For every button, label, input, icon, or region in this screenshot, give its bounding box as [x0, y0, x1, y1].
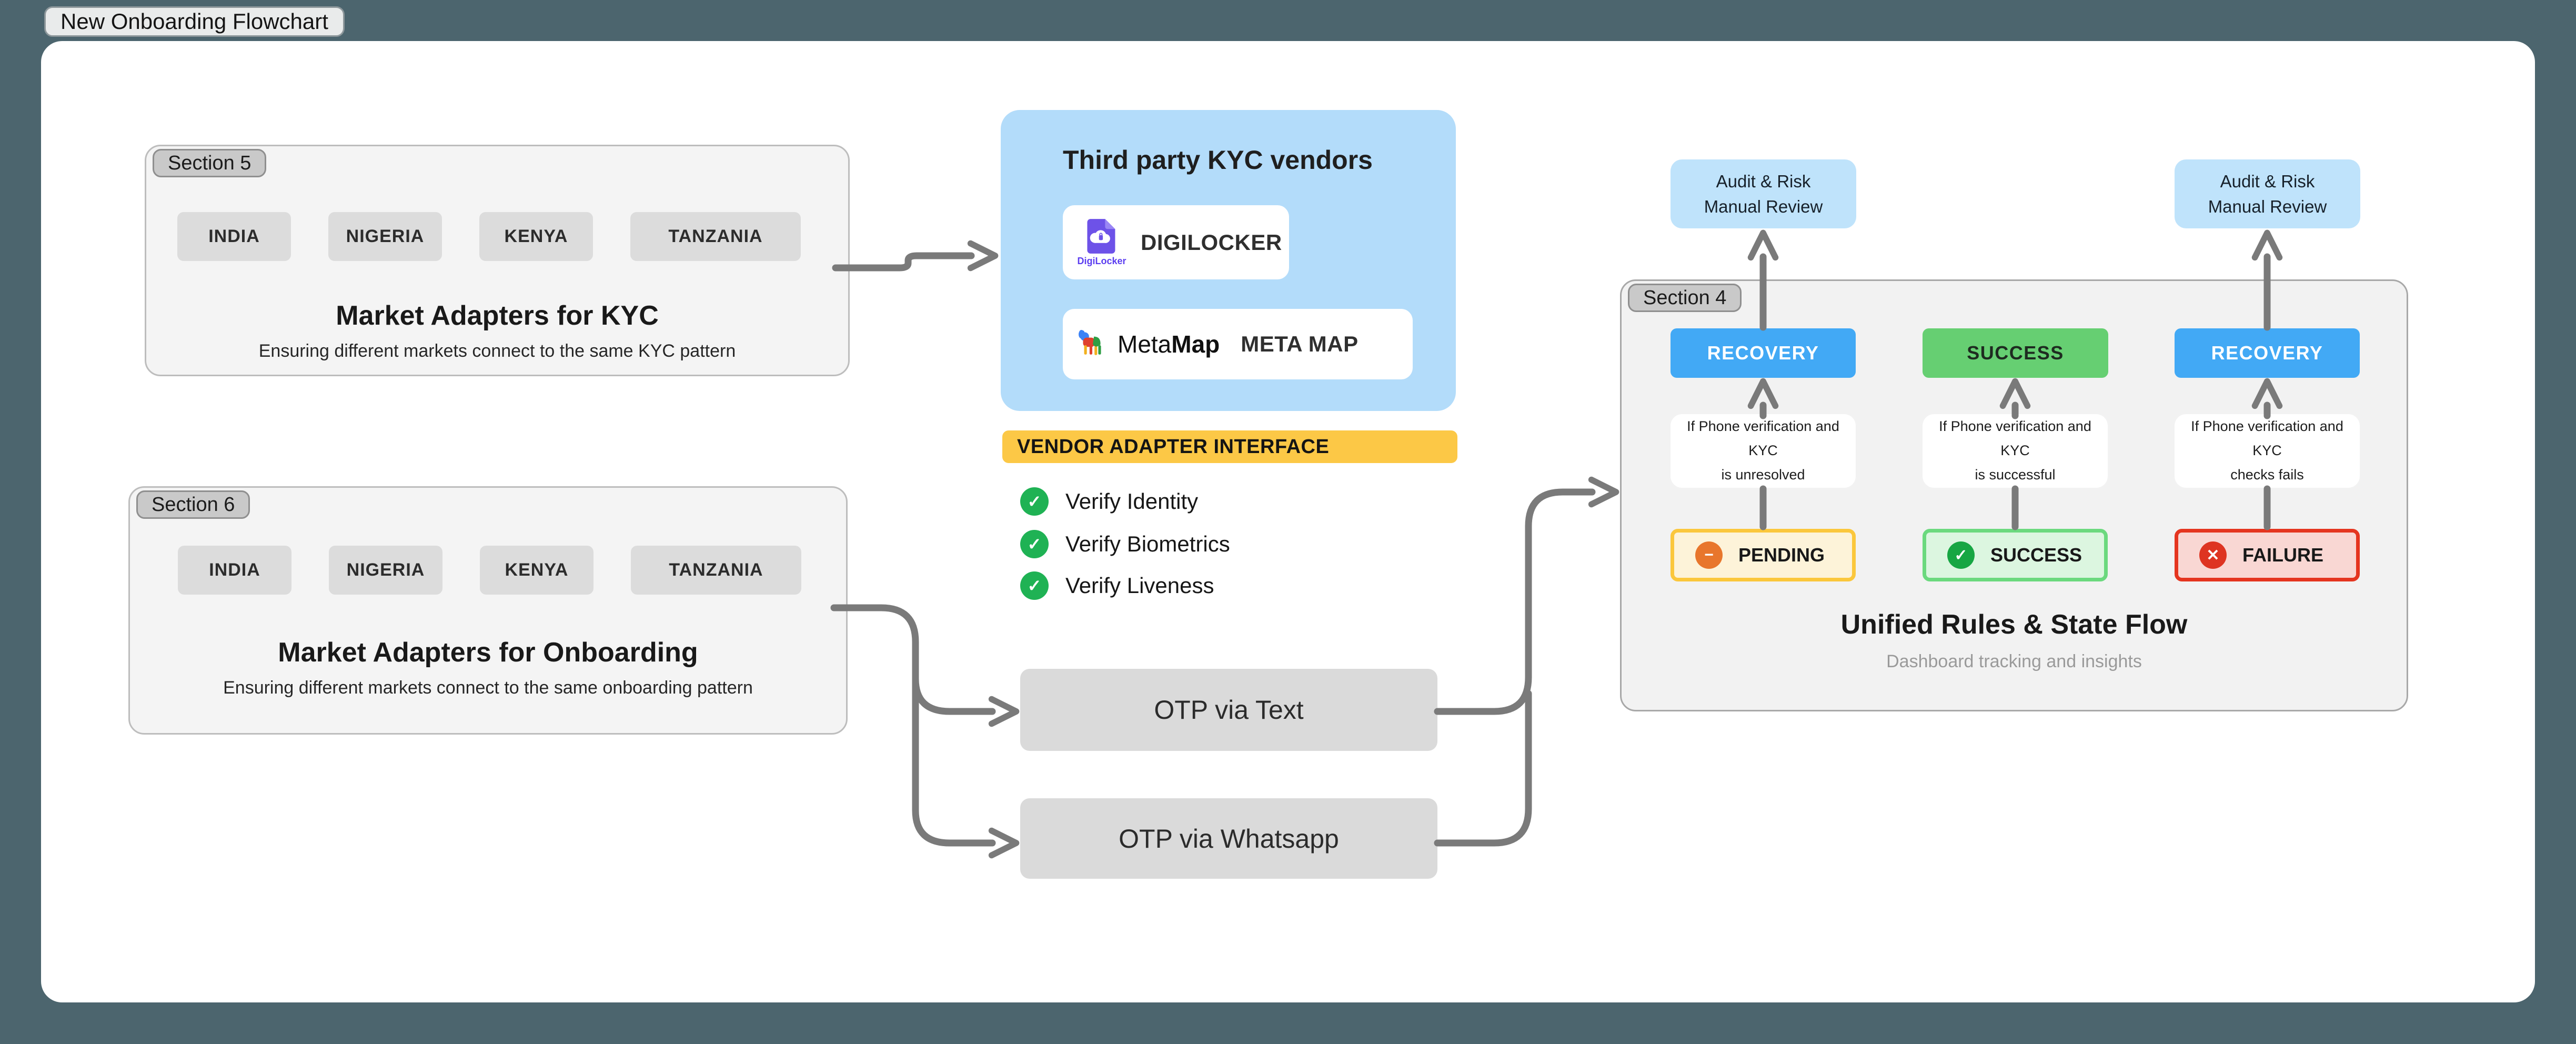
- digilocker-logo-text: DigiLocker: [1077, 256, 1126, 266]
- recovery-button-left[interactable]: RECOVERY: [1671, 328, 1856, 378]
- connector-otp-whatsapp-merge: [1434, 690, 1532, 847]
- metamap-logo-map: Map: [1171, 330, 1220, 358]
- recovery-button-right[interactable]: RECOVERY: [2175, 328, 2360, 378]
- minus-icon: −: [1695, 541, 1723, 569]
- badge-label: FAILURE: [2242, 544, 2324, 566]
- success-status-badge[interactable]: ✓ SUCCESS: [1923, 529, 2108, 581]
- whiteboard-canvas[interactable]: Section 5 INDIA NIGERIA KENYA TANZANIA M…: [41, 41, 2535, 1002]
- chip-tanzania[interactable]: TANZANIA: [631, 546, 801, 595]
- section-4-tag[interactable]: Section 4: [1628, 284, 1742, 312]
- audit-risk-manual-review-left[interactable]: Audit & Risk Manual Review: [1671, 159, 1856, 228]
- vendor-metamap-label: META MAP: [1241, 332, 1359, 356]
- board-title-tab[interactable]: New Onboarding Flowchart: [44, 6, 345, 37]
- condition-line: is unresolved: [1721, 466, 1805, 483]
- section-5-tag[interactable]: Section 5: [153, 149, 267, 177]
- vendor-panel-title: Third party KYC vendors: [1063, 145, 1373, 175]
- condition-line: checks fails: [2230, 466, 2304, 483]
- check-circle-icon: ✓: [1020, 530, 1049, 558]
- condition-line: is successful: [1975, 466, 2056, 483]
- badge-label: PENDING: [1738, 544, 1825, 566]
- vendor-card-digilocker[interactable]: DigiLocker DIGILOCKER: [1063, 205, 1289, 279]
- metamap-logo-meta: Meta: [1118, 330, 1172, 358]
- chip-nigeria[interactable]: NIGERIA: [328, 212, 442, 261]
- check-icon: ✓: [1947, 541, 1975, 569]
- metamap-icon: [1075, 327, 1108, 362]
- condition-line: If Phone verification and KYC: [1939, 418, 2091, 459]
- condition-line: If Phone verification and KYC: [1687, 418, 1839, 459]
- section-6-tag[interactable]: Section 6: [136, 490, 250, 519]
- section-5-chips: INDIA NIGERIA KENYA TANZANIA: [177, 212, 801, 261]
- chip-india[interactable]: INDIA: [178, 546, 291, 595]
- check-label: Verify Biometrics: [1065, 531, 1230, 556]
- condition-card-unresolved[interactable]: If Phone verification and KYC is unresol…: [1671, 414, 1856, 488]
- check-item-verify-biometrics[interactable]: ✓ Verify Biometrics: [1020, 530, 1230, 558]
- otp-via-whatsapp-node[interactable]: OTP via Whatsapp: [1020, 798, 1437, 879]
- third-party-kyc-vendors-panel[interactable]: Third party KYC vendors DigiLocker: [1001, 110, 1456, 411]
- chip-nigeria[interactable]: NIGERIA: [329, 546, 442, 595]
- audit-risk-manual-review-right[interactable]: Audit & Risk Manual Review: [2175, 159, 2360, 228]
- chip-kenya[interactable]: KENYA: [479, 212, 593, 261]
- success-button[interactable]: SUCCESS: [1923, 328, 2108, 378]
- failure-status-badge[interactable]: ✕ FAILURE: [2175, 529, 2360, 581]
- section-4-subtitle: Dashboard tracking and insights: [1886, 651, 2142, 671]
- connector-sec6-trunk-to-otp-text: [830, 604, 1020, 727]
- connector-trunk-to-otp-whatsapp: [912, 675, 1020, 859]
- pending-status-badge[interactable]: − PENDING: [1671, 529, 1856, 581]
- chip-kenya[interactable]: KENYA: [480, 546, 593, 595]
- board-title: New Onboarding Flowchart: [61, 9, 328, 34]
- condition-line: If Phone verification and KYC: [2191, 418, 2343, 459]
- check-item-verify-identity[interactable]: ✓ Verify Identity: [1020, 487, 1198, 516]
- vendor-adapter-interface-bar[interactable]: VENDOR ADAPTER INTERFACE: [1002, 430, 1457, 463]
- digilocker-icon: DigiLocker: [1076, 218, 1127, 267]
- badge-label: SUCCESS: [1990, 544, 2082, 566]
- check-circle-icon: ✓: [1020, 571, 1049, 600]
- vendor-adapter-interface-label: VENDOR ADAPTER INTERFACE: [1017, 435, 1330, 458]
- section-5-market-adapters-kyc[interactable]: Section 5 INDIA NIGERIA KENYA TANZANIA M…: [145, 145, 850, 376]
- connector-otp-text-to-sec4: [1434, 476, 1619, 715]
- condition-card-fails[interactable]: If Phone verification and KYC checks fai…: [2175, 414, 2360, 488]
- connector-sec5-to-vendors: [832, 240, 999, 272]
- section-6-chips: INDIA NIGERIA KENYA TANZANIA: [178, 546, 801, 595]
- section-4-title: Unified Rules & State Flow: [1840, 609, 2188, 640]
- cross-icon: ✕: [2199, 541, 2227, 569]
- check-circle-icon: ✓: [1020, 487, 1049, 516]
- otp-via-text-node[interactable]: OTP via Text: [1020, 669, 1437, 751]
- section-5-subtitle: Ensuring different markets connect to th…: [258, 341, 736, 361]
- check-label: Verify Identity: [1065, 489, 1199, 514]
- section-6-subtitle: Ensuring different markets connect to th…: [223, 678, 753, 698]
- section-6-market-adapters-onboarding[interactable]: Section 6 INDIA NIGERIA KENYA TANZANIA M…: [128, 486, 848, 735]
- section-6-title: Market Adapters for Onboarding: [278, 637, 698, 668]
- check-label: Verify Liveness: [1065, 573, 1214, 598]
- metamap-logo-wordmark: MetaMap: [1118, 330, 1220, 358]
- section-5-title: Market Adapters for KYC: [336, 300, 659, 331]
- vendor-digilocker-label: DIGILOCKER: [1141, 229, 1282, 255]
- condition-card-successful[interactable]: If Phone verification and KYC is success…: [1923, 414, 2108, 488]
- chip-india[interactable]: INDIA: [177, 212, 291, 261]
- check-item-verify-liveness[interactable]: ✓ Verify Liveness: [1020, 571, 1214, 600]
- chip-tanzania[interactable]: TANZANIA: [630, 212, 801, 261]
- vendor-card-metamap[interactable]: MetaMap META MAP: [1063, 309, 1413, 379]
